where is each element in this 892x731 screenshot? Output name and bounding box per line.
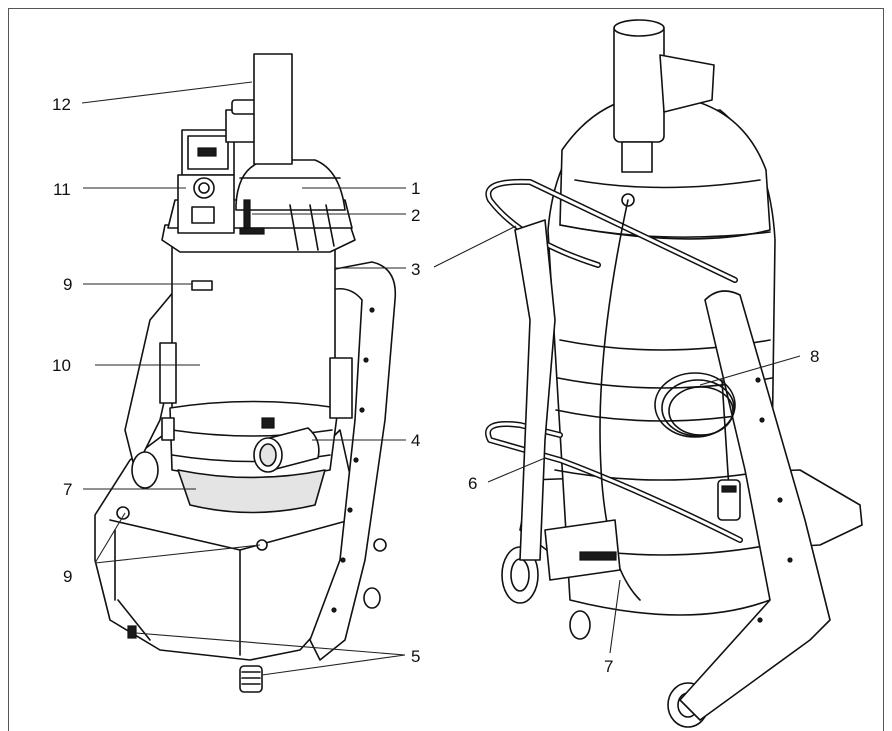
callout-2: 2 [411, 206, 420, 225]
callout-5: 5 [411, 647, 420, 666]
trolley-frame [309, 261, 397, 661]
control-panel [177, 129, 235, 234]
callout-4: 4 [411, 431, 420, 450]
callout-7-left: 7 [63, 480, 72, 499]
right-vacuum-unit [485, 19, 863, 728]
callout-12: 12 [52, 95, 71, 114]
exhaust-pipe [253, 53, 293, 165]
left-vacuum-unit [94, 53, 397, 693]
callout-3: 3 [411, 260, 420, 279]
callout-labels: 12 11 9 10 7 9 1 2 3 4 5 8 6 7 [52, 95, 819, 676]
collector-drum [171, 239, 336, 411]
callout-1: 1 [411, 179, 420, 198]
rear-exhaust-pipe [613, 23, 665, 143]
plug-socket [621, 141, 653, 173]
tub-hole-left [116, 506, 130, 520]
callout-8: 8 [810, 347, 819, 366]
side-frame [679, 290, 831, 721]
callout-11: 11 [53, 180, 71, 199]
callout-10: 10 [52, 356, 71, 375]
collector-bin [177, 469, 326, 514]
callout-6: 6 [468, 474, 477, 493]
callout-9-top: 9 [63, 275, 72, 294]
callout-7-right: 7 [604, 657, 613, 676]
castor-wheels [127, 538, 387, 693]
suction-inlet [253, 417, 320, 473]
label-sticker [191, 280, 213, 291]
leader-lines [81, 81, 801, 676]
motor-cover [235, 159, 346, 211]
figure-frame [8, 8, 884, 731]
power-cable-coil [654, 372, 741, 521]
callout-9-bottom: 9 [63, 567, 72, 586]
